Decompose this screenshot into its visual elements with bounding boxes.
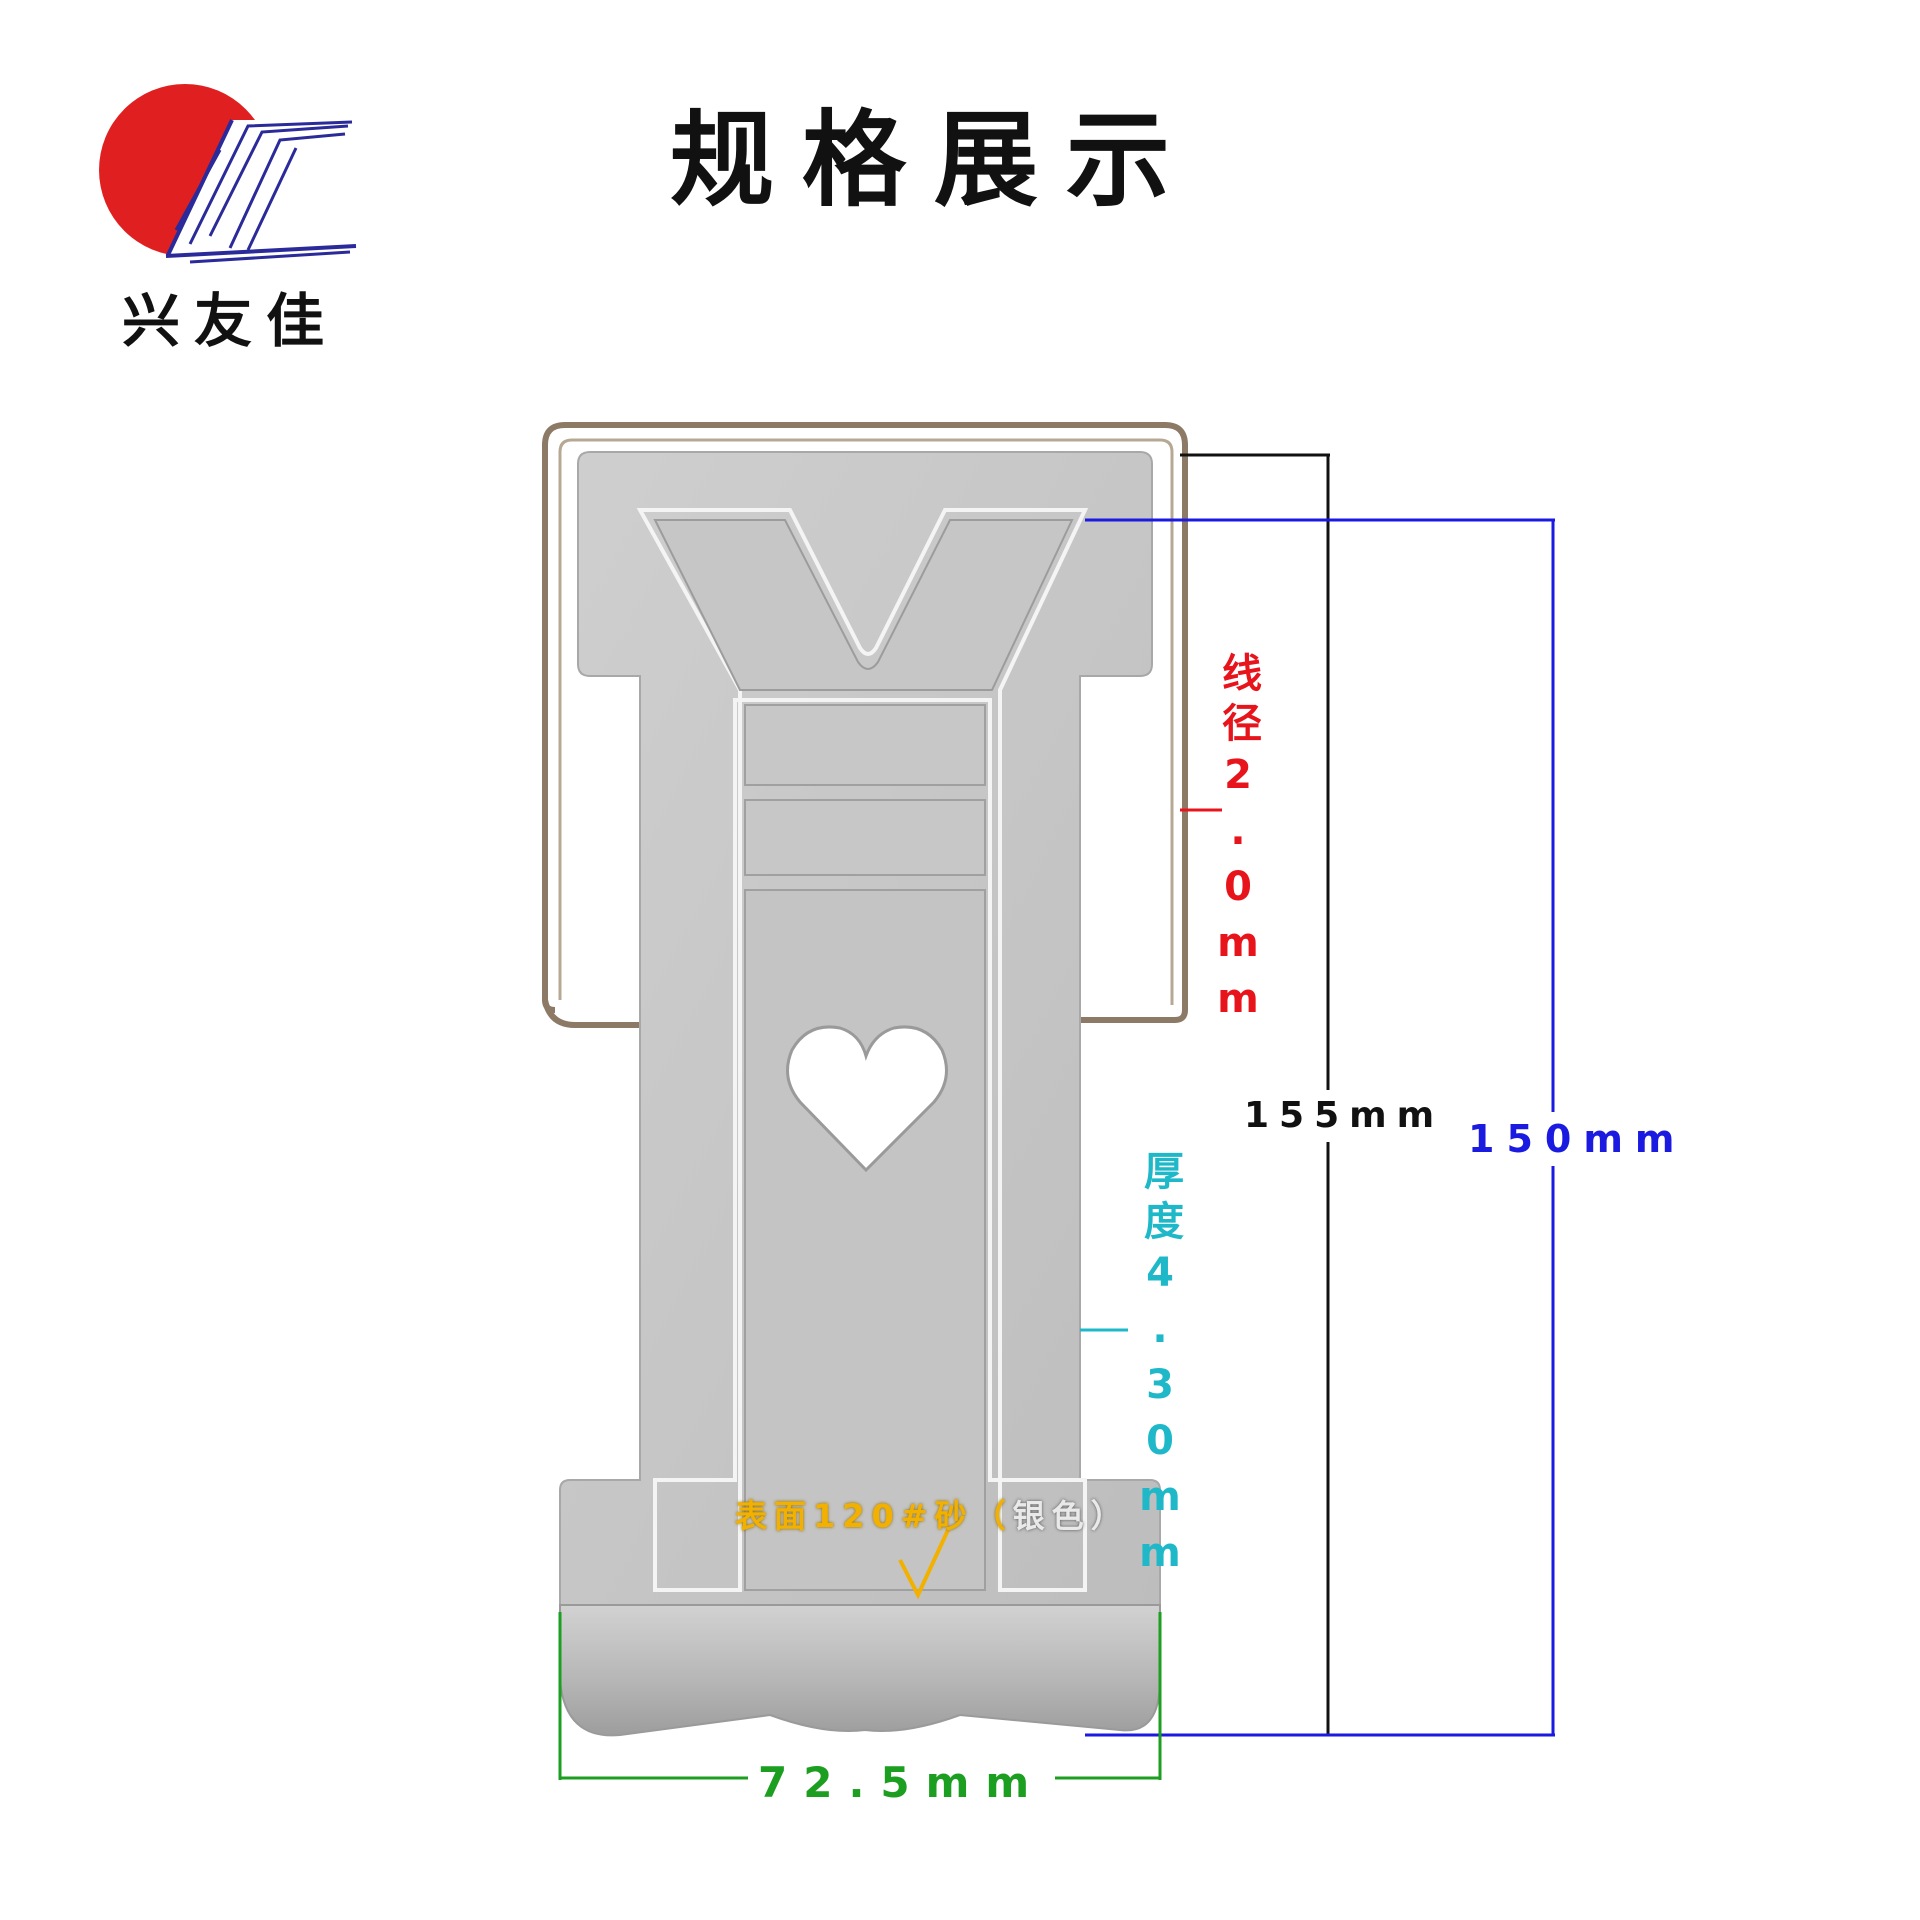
sun-and-pages-logo-icon xyxy=(99,84,358,264)
height-total-label: 155mm xyxy=(1238,1090,1451,1142)
surface-color-text: 银色） xyxy=(1012,1497,1130,1535)
surface-finish-icon xyxy=(898,1529,950,1600)
stand-foot xyxy=(559,1604,1161,1737)
thickness-label: 厚度4.30mm xyxy=(1137,1150,1183,1586)
y-groove xyxy=(636,508,1089,1592)
wire-frame xyxy=(542,422,1188,1028)
height-plate-label: 150mm xyxy=(1462,1112,1693,1166)
heart-icon xyxy=(786,1025,948,1173)
width-label: 72.5mm xyxy=(748,1760,1056,1806)
wire-diameter-label: 线径2.0mm xyxy=(1215,652,1261,1032)
brand-name: 兴友佳 xyxy=(122,287,339,355)
page-title: 规格展示 xyxy=(670,99,1199,221)
surface-grit-text: 表面120#砂（ xyxy=(735,1497,1013,1535)
surface-finish-label: 表面120#砂（银色） xyxy=(735,1500,1130,1532)
